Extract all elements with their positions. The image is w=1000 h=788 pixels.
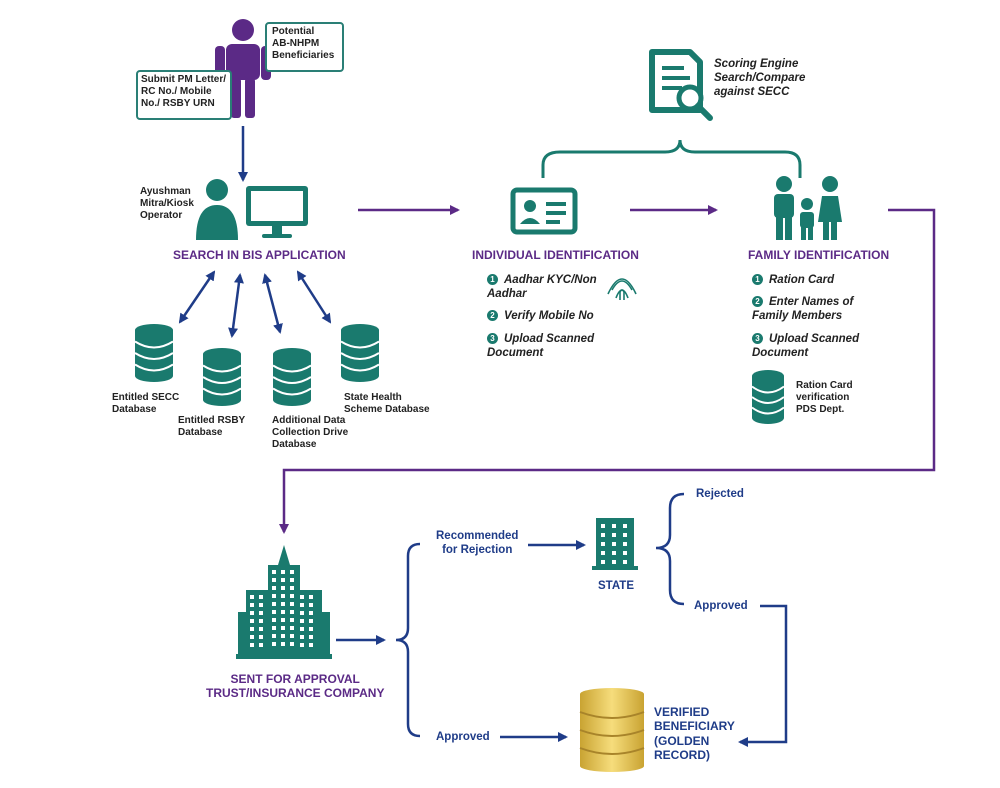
step-number: 1 [487, 274, 498, 285]
step-number: 3 [752, 333, 763, 344]
arrow-family-to-approval [279, 208, 936, 534]
db-label-rsby: Entitled RSBY Database [178, 415, 246, 438]
operator-label: Ayushman Mitra/Kiosk Operator [140, 186, 194, 221]
database-icon [202, 348, 242, 406]
rejected-label: Rejected [696, 488, 744, 500]
recommended-label: Recommended for Rejection [436, 530, 519, 556]
database-icon [340, 324, 380, 382]
submit-label: Submit PM Letter/ RC No./ Mobile No./ RS… [141, 74, 227, 109]
scoring-document-icon [649, 49, 713, 121]
fingerprint-icon [607, 278, 637, 300]
split-brace [395, 542, 421, 738]
golden-record-database-icon [579, 688, 645, 772]
submit-box [136, 70, 232, 120]
database-icon [272, 348, 312, 406]
scoring-engine-label: Scoring Engine Search/Compare against SE… [714, 58, 806, 98]
scoring-brace [541, 139, 802, 178]
db-label-state-health: State Health Scheme Database [344, 392, 430, 415]
ration-card-database-icon [751, 370, 785, 424]
beneficiary-box [265, 22, 344, 72]
db-label-secc: Entitled SECC Database [112, 392, 180, 415]
approved-main-label: Approved [436, 731, 490, 743]
step-number: 3 [487, 333, 498, 344]
arrow-db-additional [262, 273, 283, 334]
arrow-db-secc [178, 270, 216, 324]
family-icon [774, 176, 842, 240]
arrow-db-rsby [228, 273, 244, 338]
id-card-icon [510, 187, 578, 235]
approval-heading: SENT FOR APPROVAL TRUST/INSURANCE COMPAN… [206, 672, 385, 701]
arrow-state-approved-to-verified [738, 604, 788, 747]
building-windows [250, 570, 313, 647]
family-heading: FAMILY IDENTIFICATION [748, 248, 890, 262]
step-number: 2 [752, 296, 763, 307]
arrow-db-state-health [296, 270, 332, 324]
step-number: 1 [752, 274, 763, 285]
db-label-additional: Additional Data Collection Drive Databas… [272, 415, 349, 450]
ration-db-label: Ration Card verification PDS Dept. [796, 380, 853, 415]
operator-icon [196, 179, 308, 240]
state-label: STATE [598, 580, 634, 592]
state-brace [655, 492, 685, 606]
verified-label: VERIFIED BENEFICIARY (GOLDEN RECORD) [654, 705, 735, 763]
beneficiary-label: Potential AB-NHPM Beneficiaries [272, 26, 335, 61]
database-icon [134, 324, 174, 382]
database-icons [134, 324, 380, 406]
step-number: 2 [487, 310, 498, 321]
individual-heading: INDIVIDUAL IDENTIFICATION [472, 248, 639, 262]
search-heading: SEARCH IN BIS APPLICATION [173, 248, 346, 262]
approved-state-label: Approved [694, 600, 748, 612]
